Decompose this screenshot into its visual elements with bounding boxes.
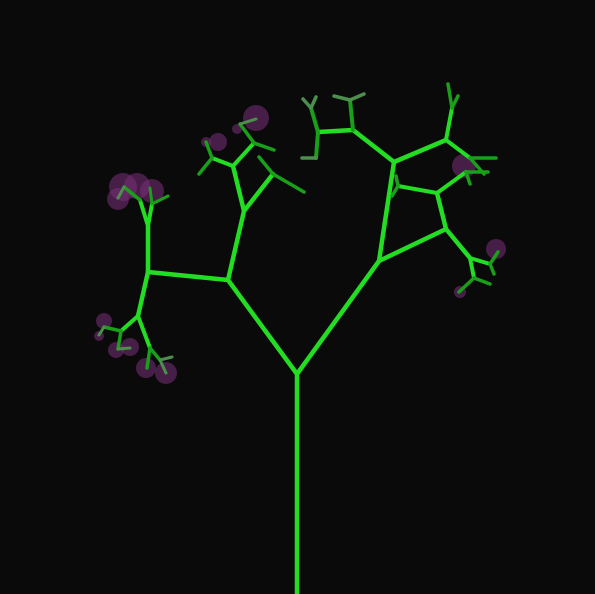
branch-20 — [148, 346, 162, 362]
branch-13 — [119, 314, 140, 333]
branch-31 — [241, 171, 276, 214]
branch-3 — [145, 269, 231, 283]
branch-41 — [301, 97, 313, 110]
branch-15 — [97, 325, 106, 337]
branch-64 — [468, 256, 476, 280]
branch-27 — [231, 141, 256, 168]
branch-11 — [150, 194, 170, 206]
branch-43 — [348, 98, 355, 132]
branch-46 — [391, 137, 449, 165]
branch-6 — [138, 198, 150, 228]
branch-1 — [225, 277, 300, 377]
branch-8 — [122, 185, 142, 202]
branch-21 — [158, 355, 174, 362]
branch-30 — [238, 117, 258, 126]
branch-53 — [434, 190, 449, 232]
branch-25 — [197, 156, 214, 176]
branch-59 — [464, 170, 472, 186]
branch-26 — [204, 140, 214, 160]
branch-19 — [145, 346, 152, 370]
branch-24 — [210, 156, 235, 168]
branch-22 — [158, 358, 168, 375]
branch-60 — [443, 226, 473, 261]
branch-33 — [257, 155, 275, 176]
branch-54 — [396, 184, 439, 195]
branch-17 — [116, 346, 132, 351]
blossom-5 — [96, 313, 112, 329]
branch-layer — [97, 82, 500, 594]
branch-14 — [102, 325, 123, 333]
branch-16 — [116, 329, 123, 351]
branch-50 — [444, 138, 472, 160]
branch-12 — [135, 269, 151, 319]
branch-23 — [230, 163, 247, 214]
blossom-11 — [209, 133, 227, 151]
branch-42 — [309, 95, 318, 110]
branch-62 — [488, 262, 496, 276]
blossom-14 — [232, 124, 242, 134]
branch-49 — [450, 94, 460, 110]
branch-44 — [332, 94, 352, 102]
branch-61 — [468, 256, 492, 266]
branch-28 — [252, 141, 276, 152]
branch-7 — [146, 202, 154, 228]
branch-18 — [136, 314, 152, 350]
branch-38 — [314, 130, 320, 160]
branch-56 — [390, 184, 400, 198]
blossom-16 — [486, 239, 506, 259]
branch-32 — [271, 172, 306, 194]
branch-66 — [472, 276, 492, 286]
branch-4 — [225, 208, 247, 283]
branch-63 — [488, 250, 500, 266]
branch-47 — [444, 106, 454, 142]
branch-48 — [446, 82, 454, 110]
branch-9 — [116, 185, 126, 200]
branch-65 — [457, 276, 476, 294]
branch-45 — [348, 92, 366, 102]
branch-57 — [435, 170, 468, 195]
branch-10 — [148, 186, 154, 206]
branch-2 — [294, 258, 382, 377]
blossom-3 — [140, 179, 164, 203]
branch-29 — [238, 122, 256, 145]
branch-37 — [315, 127, 356, 135]
branch-36 — [350, 127, 397, 165]
branch-35 — [376, 226, 449, 264]
branch-40 — [309, 106, 320, 134]
branch-34 — [376, 159, 397, 264]
